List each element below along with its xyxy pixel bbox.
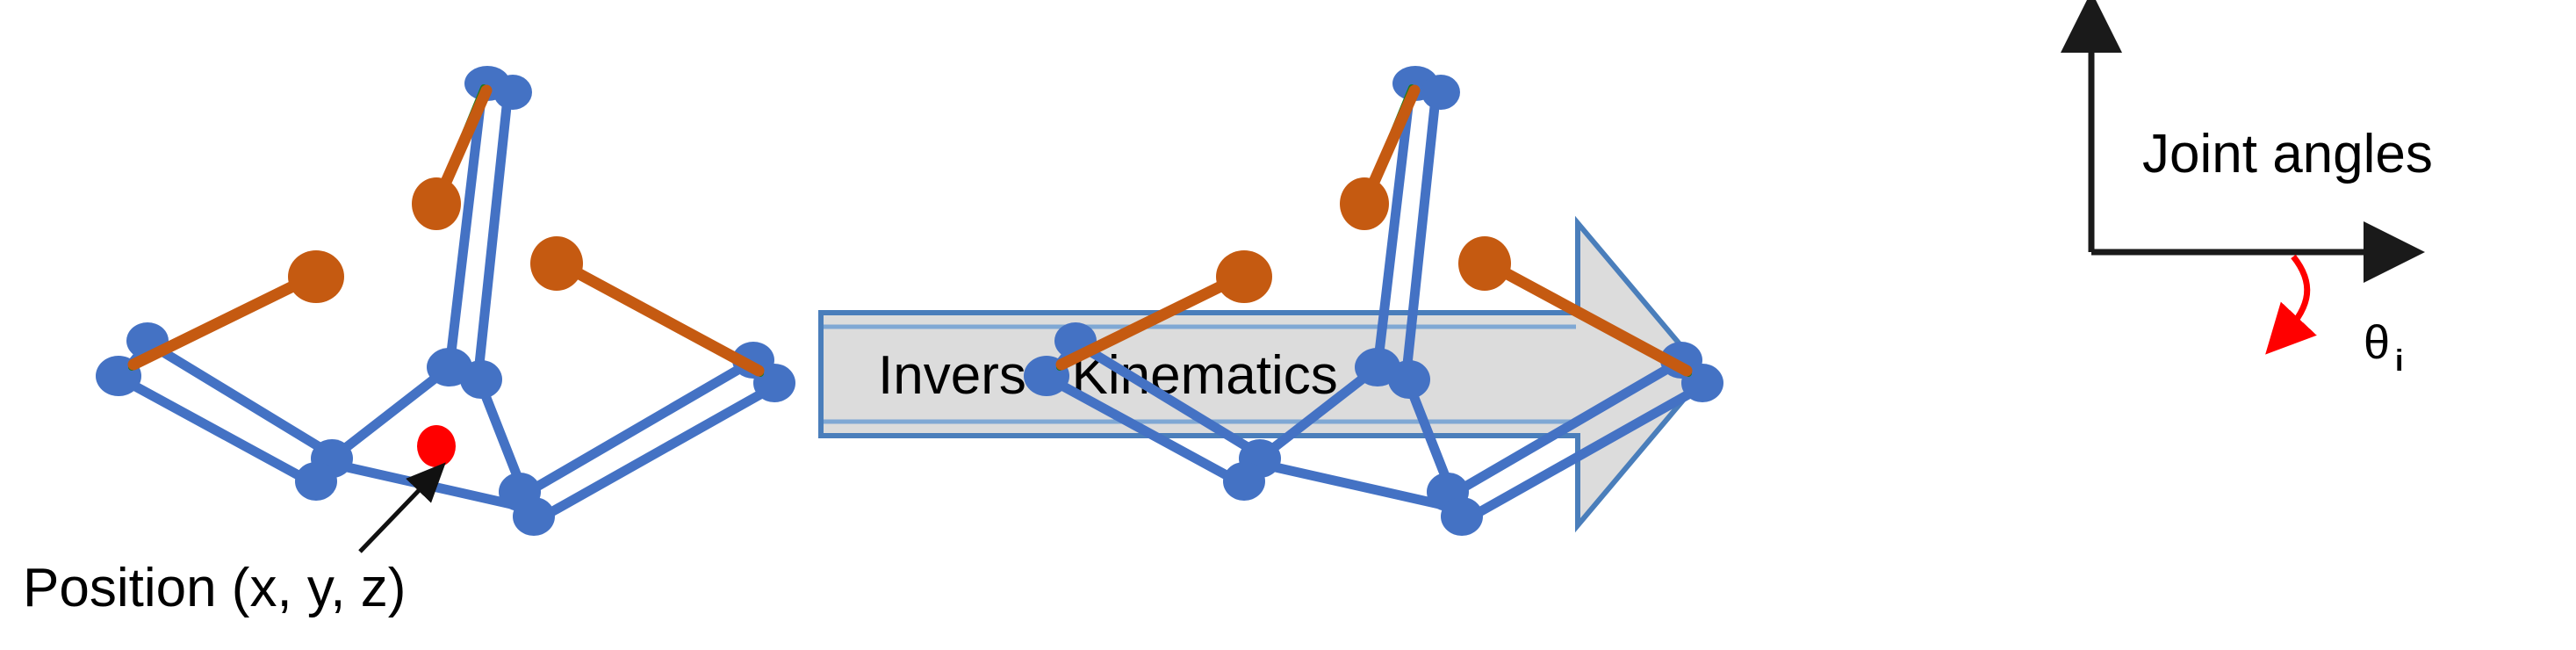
theta-symbol: θ i [2364,316,2403,378]
joint-reference-axes [2061,0,2425,283]
left-robot-group: Position (x, y, z) [23,66,795,618]
position-label: Position (x, y, z) [23,558,406,618]
position-callout-arrow [358,462,446,553]
delta-robot-left [96,66,795,536]
joint-angles-label: Joint angles [2142,124,2433,184]
inverse-kinematics-label: Inverse Kinematics [878,345,1338,406]
target-position-marker [417,425,456,467]
theta-glyph: θ [2364,316,2390,369]
theta-subscript: i [2395,344,2403,378]
block-arrow-shape [818,215,1709,533]
joint-angle-arc [2265,254,2317,355]
inverse-kinematics-arrow: Inverse Kinematics [818,215,1709,533]
right-robot-group: Joint angles θ i [1024,0,2433,536]
